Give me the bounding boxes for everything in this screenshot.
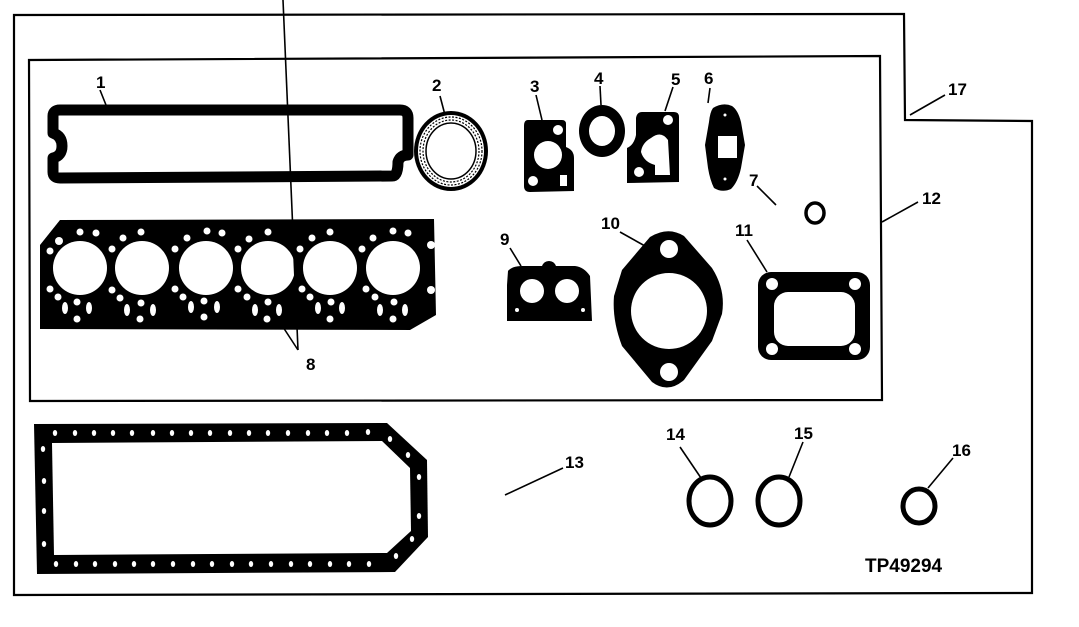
part-6-oval-gasket — [705, 104, 745, 191]
kit-outline-17 — [12, 12, 1034, 597]
callout-14: 14 — [666, 425, 685, 444]
part-14-o-ring — [686, 474, 734, 528]
part-4-round-gasket — [579, 105, 625, 157]
part-1-rocker-cover-gasket — [47, 104, 414, 184]
part-11-four-bolt-gasket — [758, 272, 870, 360]
part-16-o-ring — [900, 486, 938, 526]
part-9-twin-port-gasket — [507, 261, 592, 321]
callout-3: 3 — [530, 77, 539, 96]
callout-17: 17 — [948, 80, 967, 99]
callout-12: 12 — [922, 189, 941, 208]
callout-4: 4 — [594, 69, 604, 88]
callout-7: 7 — [749, 171, 758, 190]
set-outline-12 — [27, 54, 884, 403]
leader-lines — [99, 0, 954, 496]
part-2-seal-ring — [414, 111, 488, 191]
part-13-oil-pan-gasket — [34, 423, 428, 574]
callout-15: 15 — [794, 424, 813, 443]
callout-6: 6 — [704, 69, 713, 88]
callout-1: 1 — [96, 73, 105, 92]
part-15-o-ring — [755, 474, 803, 528]
callout-16: 16 — [952, 441, 971, 460]
part-8-cylinder-head-gasket — [40, 219, 436, 330]
callout-2: 2 — [432, 76, 441, 95]
callout-9: 9 — [500, 230, 509, 249]
callout-5: 5 — [671, 70, 680, 89]
callout-8: 8 — [306, 355, 315, 374]
callout-13: 13 — [565, 453, 584, 472]
part-7-small-o-ring — [804, 201, 826, 225]
figure-code: TP49294 — [865, 556, 943, 577]
part-5-elbow-gasket — [627, 112, 679, 183]
part-10-diamond-flange-gasket — [613, 231, 723, 388]
callout-10: 10 — [601, 214, 620, 233]
part-3-flange-gasket — [524, 120, 574, 192]
callout-11: 11 — [735, 221, 753, 240]
